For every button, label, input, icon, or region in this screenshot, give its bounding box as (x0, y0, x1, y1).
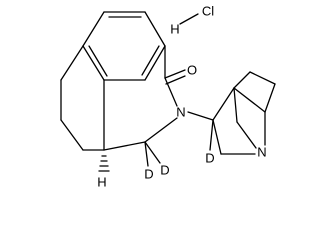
atom-nitrogen-amide: N (176, 105, 185, 120)
atom-oxygen: O (187, 63, 197, 78)
quinuclidine-cage (187, 71, 276, 155)
salt-hydrogen: H (170, 22, 179, 37)
saturated-ring (60, 45, 105, 151)
stereo-hash-wedge (98, 155, 110, 172)
atom-nitrogen-bridgehead: N (257, 145, 266, 160)
lactam-ring (103, 45, 186, 167)
salt-chlorine: Cl (202, 4, 214, 19)
chemical-structure: O N D D H D N H Cl (60, 4, 276, 190)
atom-deuterium-ch2-left: D (144, 167, 153, 182)
atom-deuterium-ch2-right: D (160, 163, 169, 178)
atom-hydrogen-stereo: H (97, 175, 106, 190)
benzene-ring (82, 11, 166, 81)
atom-deuterium-quinuclidine: D (205, 151, 214, 166)
hcl-bond (179, 13, 199, 25)
